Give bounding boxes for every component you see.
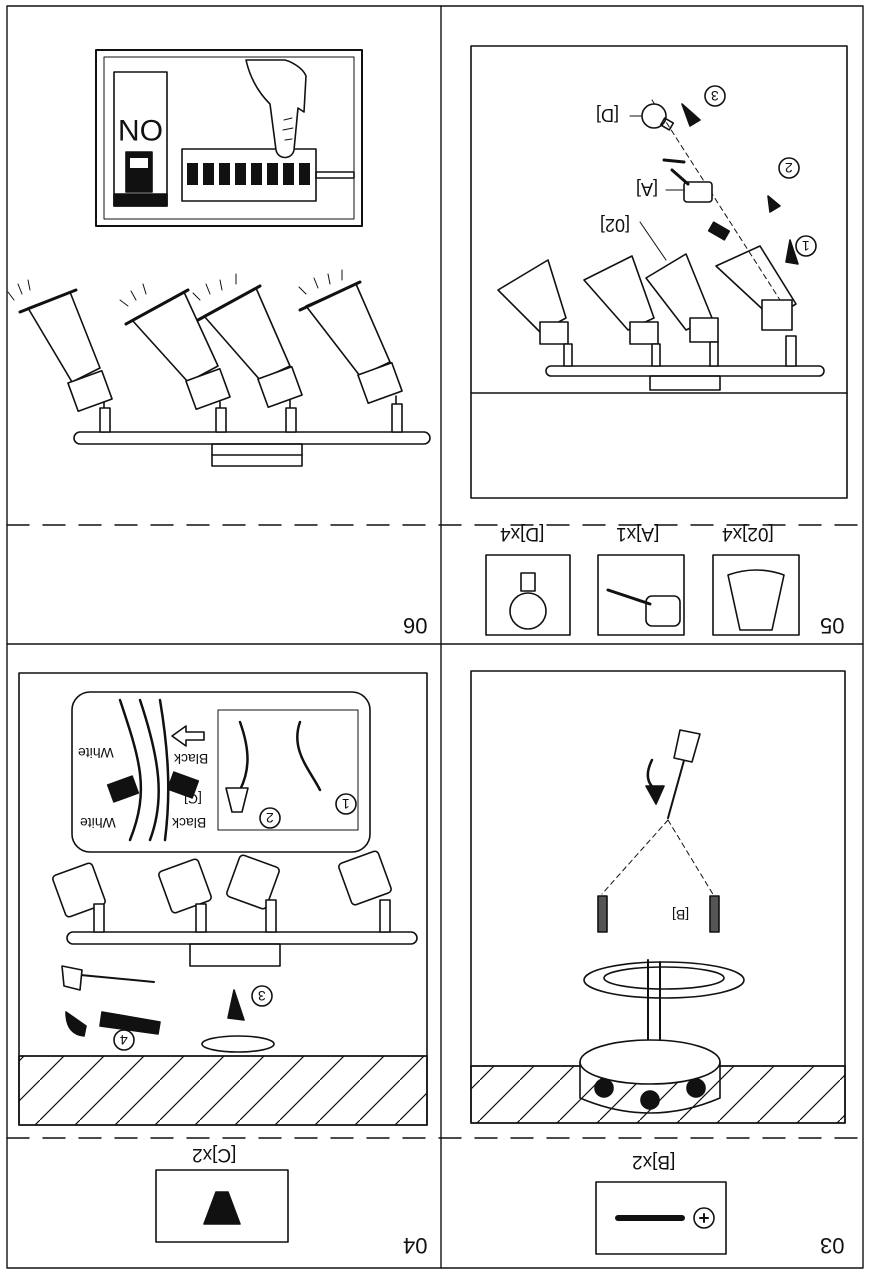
- spotlight-2: [124, 288, 231, 433]
- step-circle-4: [113, 1029, 135, 1051]
- spotlight-1: [18, 288, 113, 433]
- callout-screw: [B]: [672, 907, 690, 923]
- breaker-inset: [95, 49, 363, 227]
- spotlight-b: [583, 255, 661, 367]
- screwdriver-icon: [61, 965, 155, 991]
- callout-tool: [A]: [636, 179, 659, 199]
- light-rail: [545, 365, 825, 377]
- step-05-panel: [470, 45, 848, 636]
- arrow-icon: [65, 989, 245, 1037]
- wiring-detail-inset: [71, 691, 371, 853]
- part-code-shade: [02]x4: [722, 523, 774, 544]
- mounting-bracket: [583, 961, 745, 999]
- screw-right: [709, 895, 720, 933]
- callout-connector: [C]: [184, 791, 202, 807]
- assembly-axis: [651, 99, 781, 301]
- step-05-arrow-2-label: 2: [785, 160, 793, 176]
- step-03-panel: [470, 670, 846, 1255]
- light-rail: [66, 931, 418, 945]
- step-04-arrow-1-label: 1: [342, 796, 350, 812]
- part-code-connector: [C]x2: [192, 1144, 237, 1165]
- step-04-arrow-2-label: 2: [266, 810, 274, 826]
- step-05-scene: [470, 45, 848, 499]
- spotlight-3: [196, 284, 303, 433]
- hand-icon: [245, 59, 307, 159]
- light-rail: [73, 431, 431, 445]
- step-number-06: 06: [403, 613, 428, 638]
- bracket-plate: [201, 1035, 275, 1053]
- wire-label-black-bottom: Black: [172, 815, 207, 831]
- wire-label-black-top: Black: [174, 751, 209, 767]
- page-border: [6, 5, 864, 1269]
- arrow-left-icon: [171, 725, 205, 747]
- light-rays: [7, 269, 343, 307]
- step-circle-2: [778, 157, 800, 179]
- screwdriver-icon: [667, 729, 701, 819]
- wire-bundle: [118, 698, 322, 842]
- step-04-panel: [18, 672, 428, 1243]
- step-05-arrow-1-label: 1: [802, 238, 810, 254]
- callout-bulb: [D]: [596, 105, 620, 125]
- step-circle-3: [251, 985, 273, 1007]
- step-circle-1: [335, 793, 357, 815]
- part-box-shade: [712, 554, 800, 636]
- part-code-tool: [A]x1: [616, 523, 660, 544]
- wire-connector-icon: [106, 771, 249, 813]
- part-box-tool: [597, 554, 685, 636]
- spotlight-d: [715, 245, 797, 367]
- step-04-arrow-4-label: 4: [120, 1032, 128, 1048]
- step-06-panel: [7, 49, 431, 467]
- callout-shade: [02]: [600, 215, 631, 235]
- arrow-icon: [681, 103, 799, 265]
- spotlight-c: [645, 253, 719, 367]
- part-box-screw: [595, 1181, 727, 1255]
- shade-ring: [707, 221, 731, 241]
- step-number-05: 05: [820, 613, 845, 638]
- step-05-arrow-3-label: 3: [711, 88, 719, 104]
- spotlight-4: [298, 280, 403, 433]
- wire-label-white-top: White: [78, 745, 114, 761]
- step-circle-1: [795, 235, 817, 257]
- step-circle-3: [704, 85, 726, 107]
- breaker-row: [181, 148, 355, 202]
- step-number-04: 04: [403, 1233, 428, 1258]
- step-04-arrow-3-label: 3: [258, 988, 266, 1004]
- step-number-03: 03: [820, 1233, 845, 1258]
- step-circle-2: [259, 807, 281, 829]
- switch-on-label: ON: [118, 113, 163, 146]
- spotlight-a: [497, 259, 573, 367]
- part-box-connector: [155, 1169, 289, 1243]
- ceiling-hatch: [18, 1055, 428, 1126]
- screw-left: [597, 895, 608, 933]
- part-code-bulb: [D]x4: [500, 523, 545, 544]
- lamp-sockets: [52, 850, 392, 933]
- part-code-screw: [B]x2: [632, 1151, 676, 1172]
- junction-box: [579, 1039, 721, 1114]
- part-box-bulb: [485, 554, 571, 636]
- wire-label-white-bottom: White: [80, 815, 116, 831]
- shade-ring-tool-icon: [662, 158, 713, 203]
